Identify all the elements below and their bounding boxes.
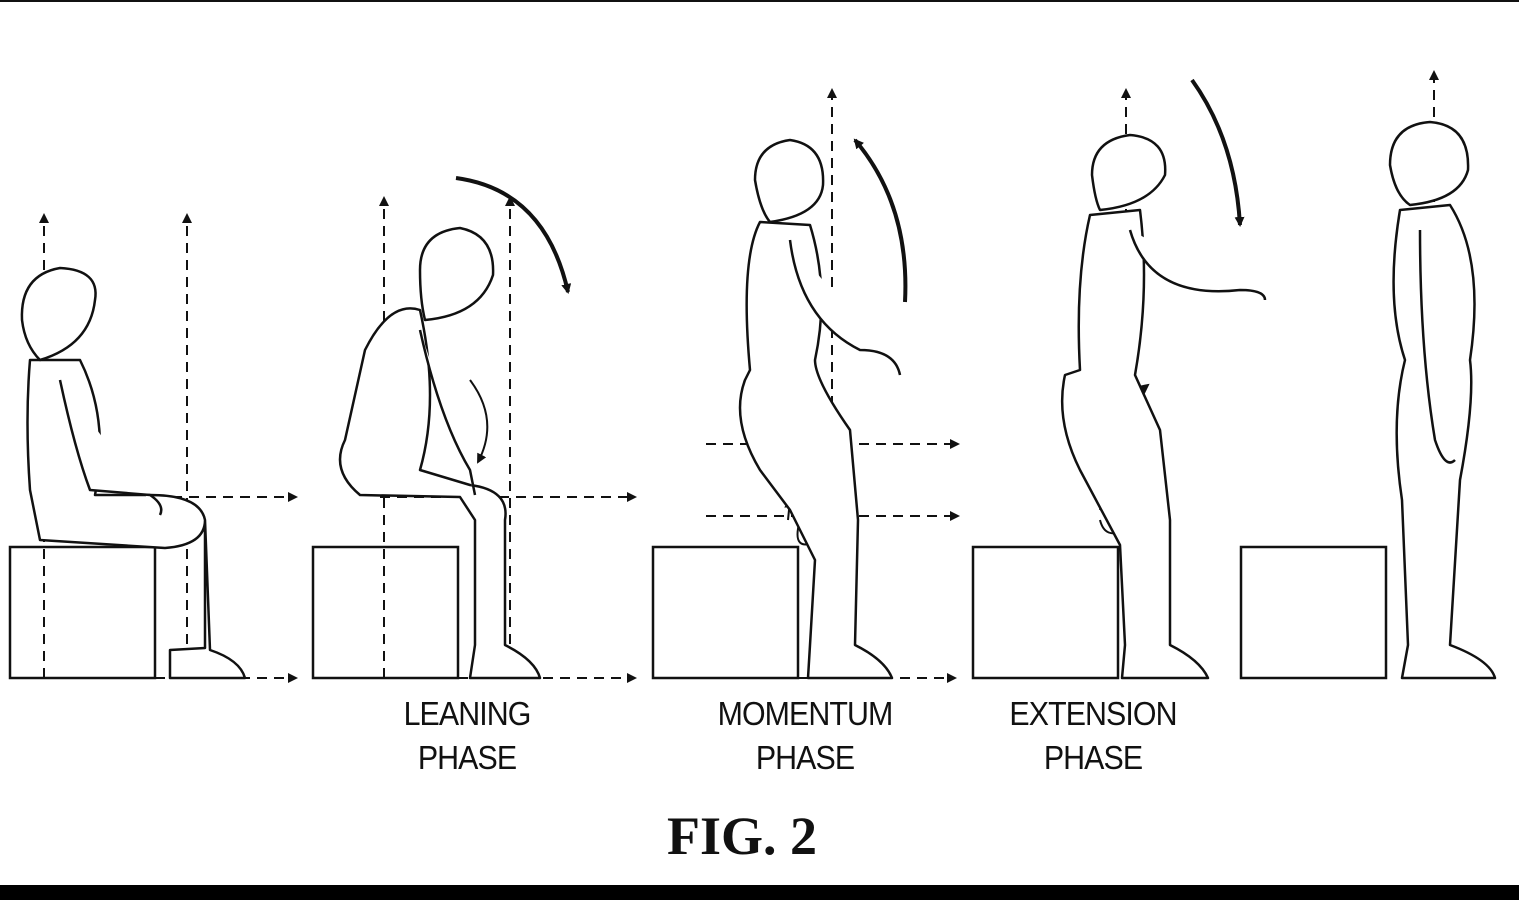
leaning-phase-label: LEANING PHASE <box>347 692 586 780</box>
rotation-arrow-forward <box>1190 78 1245 227</box>
chair-box-4 <box>971 545 1120 680</box>
phase-label-line: PHASE <box>417 739 517 776</box>
chair-box-5 <box>1239 545 1388 680</box>
bottom-border <box>0 885 1519 900</box>
rotation-arrow-forward <box>455 176 572 294</box>
top-border <box>0 0 1519 2</box>
chair-box-2 <box>311 545 460 680</box>
person-extension <box>1060 133 1267 680</box>
phase-label-line: PHASE <box>755 739 855 776</box>
phase-label-line: MOMENTUM <box>717 695 894 732</box>
person-standing <box>1388 120 1497 680</box>
momentum-phase-label: MOMENTUM PHASE <box>685 692 924 780</box>
person-leaning <box>338 226 542 680</box>
extension-phase-label: EXTENSION PHASE <box>973 692 1212 780</box>
phase-label-line: PHASE <box>1043 739 1143 776</box>
person-seated <box>20 266 247 680</box>
rotation-arrow-backward <box>853 138 908 303</box>
phase-label-line: LEANING <box>403 695 532 732</box>
person-momentum <box>738 138 902 680</box>
chair-box-1 <box>8 545 157 680</box>
figure-caption: FIG. 2 <box>666 806 817 866</box>
phase-label-line: EXTENSION <box>1009 695 1177 732</box>
joint-rotation-arrow <box>469 379 489 464</box>
chair-box-3 <box>651 545 800 680</box>
